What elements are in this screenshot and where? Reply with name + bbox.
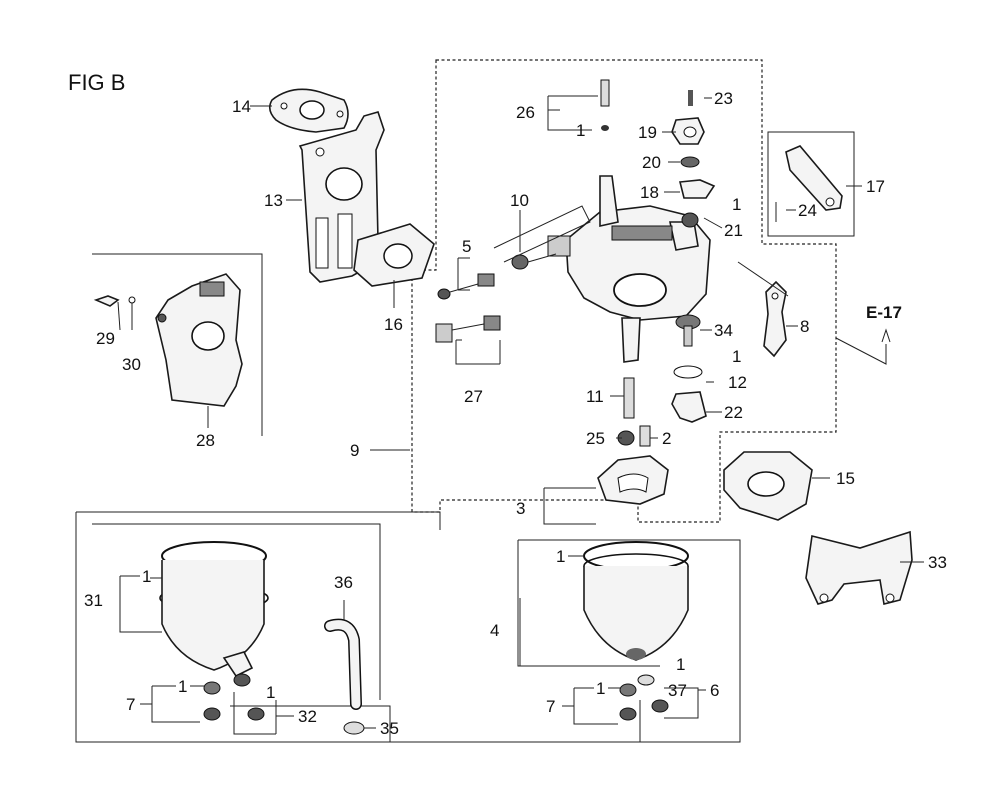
parts-adjust-screws <box>435 205 591 343</box>
label-1d: 1 <box>556 547 565 566</box>
label-6: 6 <box>710 681 719 700</box>
label-18: 18 <box>640 183 659 202</box>
bowl-kit-right-inner <box>517 540 660 667</box>
label-17: 17 <box>866 177 885 196</box>
label-21: 21 <box>724 221 743 240</box>
label-25: 25 <box>586 429 605 448</box>
label-1f: 1 <box>178 677 187 696</box>
label-28: 28 <box>196 431 215 450</box>
label-37: 37 <box>668 681 687 700</box>
label-1b: 1 <box>732 195 741 214</box>
label-10: 10 <box>510 191 529 210</box>
left-drain-screws <box>203 673 265 721</box>
part-15-gasket <box>723 451 813 521</box>
label-13: 13 <box>264 191 283 210</box>
label-22: 22 <box>724 403 743 422</box>
label-27: 27 <box>464 387 483 406</box>
part-4-float-bowl <box>583 541 689 661</box>
label-7a: 7 <box>126 695 135 714</box>
label-23: 23 <box>714 89 733 108</box>
label-32: 32 <box>298 707 317 726</box>
label-1h: 1 <box>596 679 605 698</box>
insulator-group-frame <box>92 253 263 436</box>
parts-upper-stack <box>671 90 716 228</box>
label-29: 29 <box>96 329 115 348</box>
carburetor-group-box <box>411 59 837 523</box>
label-24: 24 <box>798 201 817 220</box>
label-19: 19 <box>638 123 657 142</box>
part-29-30-pin <box>93 295 136 330</box>
label-20: 20 <box>642 153 661 172</box>
reference-e17: E-17 <box>866 303 902 322</box>
label-1c: 1 <box>732 347 741 366</box>
part-26-screw <box>600 79 610 131</box>
label-31: 31 <box>84 591 103 610</box>
part-28-insulator <box>155 273 243 407</box>
label-33: 33 <box>928 553 947 572</box>
label-5: 5 <box>462 237 471 256</box>
label-9: 9 <box>350 441 359 460</box>
callout-labels: 14 13 16 5 10 26 1 23 19 20 18 1 21 17 2… <box>84 89 947 738</box>
part-14-gasket <box>268 88 349 133</box>
figure-title: FIG B <box>68 70 125 95</box>
part-17-choke-lever <box>775 145 843 222</box>
part-34-screw <box>675 314 701 347</box>
label-7b: 7 <box>546 697 555 716</box>
part-12-22-float-valve <box>671 365 707 423</box>
label-36: 36 <box>334 573 353 592</box>
part-3-float <box>597 455 669 505</box>
carburetor-body <box>547 175 711 363</box>
group-17-box <box>767 131 855 237</box>
bowl-kit-frame-left <box>75 512 640 743</box>
bowl-kit-frame-inner <box>92 523 381 700</box>
bowl-kit-frame-top <box>76 511 441 530</box>
label-14: 14 <box>232 97 251 116</box>
part-36-drain-tube <box>324 618 365 735</box>
label-1g: 1 <box>266 683 275 702</box>
label-15: 15 <box>836 469 855 488</box>
label-30: 30 <box>122 355 141 374</box>
label-1e: 1 <box>142 567 151 586</box>
bowl-kit-right-frame <box>518 539 741 743</box>
part-33-bracket <box>805 530 913 605</box>
group-boundaries <box>75 59 855 743</box>
label-12: 12 <box>728 373 747 392</box>
part-8-lever <box>763 280 787 358</box>
label-8: 8 <box>800 317 809 336</box>
right-drain-screws <box>619 674 669 721</box>
label-1a: 1 <box>576 121 585 140</box>
label-35: 35 <box>380 719 399 738</box>
label-34: 34 <box>714 321 733 340</box>
label-3: 3 <box>516 499 525 518</box>
label-2: 2 <box>662 429 671 448</box>
part-16-gasket <box>353 223 435 287</box>
leader-lines <box>117 95 924 735</box>
label-26: 26 <box>516 103 535 122</box>
label-16: 16 <box>384 315 403 334</box>
part-11-25-2-jet <box>617 377 651 447</box>
label-11: 11 <box>586 387 604 406</box>
drain-box <box>230 705 391 742</box>
label-1i: 1 <box>676 655 685 674</box>
part-31-float-bowl <box>159 541 269 678</box>
label-4: 4 <box>490 621 499 640</box>
